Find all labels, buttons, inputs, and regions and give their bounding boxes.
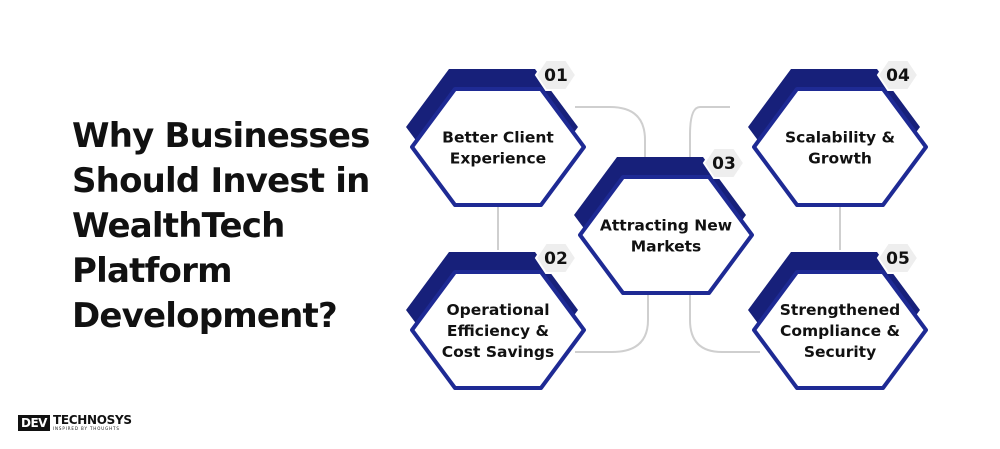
number-badge-icon (534, 242, 578, 274)
item-label: Operational (446, 301, 549, 319)
item-number: 05 (886, 249, 910, 269)
item-label: Strengthened (780, 301, 900, 319)
item-number: 03 (712, 154, 736, 174)
connector-line (689, 106, 730, 160)
item-label: Compliance & (780, 322, 900, 340)
item-label: Growth (808, 150, 872, 168)
number-badge-icon (534, 59, 578, 91)
item-label: Scalability & (785, 129, 895, 147)
hexagon-icon (752, 87, 928, 207)
item-number: 01 (544, 66, 568, 86)
number-badge-icon (876, 242, 920, 274)
hexagon-icon (410, 270, 586, 390)
number-badge-icon (702, 147, 746, 179)
company-logo: DEV TECHNOSYS INSPIRED BY THOUGHTS (18, 414, 132, 431)
hexagon-icon (578, 175, 754, 295)
item-label: Efficiency & (447, 322, 549, 340)
title-line: WealthTech (72, 206, 285, 246)
item-number: 02 (544, 249, 568, 269)
item-label: Cost Savings (442, 343, 554, 361)
title-line: Development? (72, 296, 338, 336)
item-label: Experience (450, 150, 546, 168)
connectors (497, 106, 841, 353)
item-label: Security (804, 343, 876, 361)
item-label: Attracting New (600, 217, 732, 235)
title-line: Should Invest in (72, 161, 370, 201)
logo-tagline: INSPIRED BY THOUGHTS (52, 426, 120, 431)
logo-name: TECHNOSYS (52, 413, 132, 427)
item-label: Markets (631, 238, 702, 256)
connector-line (689, 295, 760, 353)
logo-badge: DEV (18, 414, 50, 431)
item-label: Better Client (442, 129, 554, 147)
title-line: Platform (72, 251, 233, 291)
hexagon-icon (410, 87, 586, 207)
connector-line (575, 106, 646, 160)
item-number: 04 (886, 66, 910, 86)
hexagon-icon (752, 270, 928, 390)
title-line: Why Businesses (72, 116, 370, 156)
connector-line (575, 290, 649, 353)
number-badge-icon (876, 59, 920, 91)
page-title: Why Businesses Should Invest in WealthTe… (72, 114, 392, 339)
logo-text: TECHNOSYS INSPIRED BY THOUGHTS (53, 414, 132, 431)
